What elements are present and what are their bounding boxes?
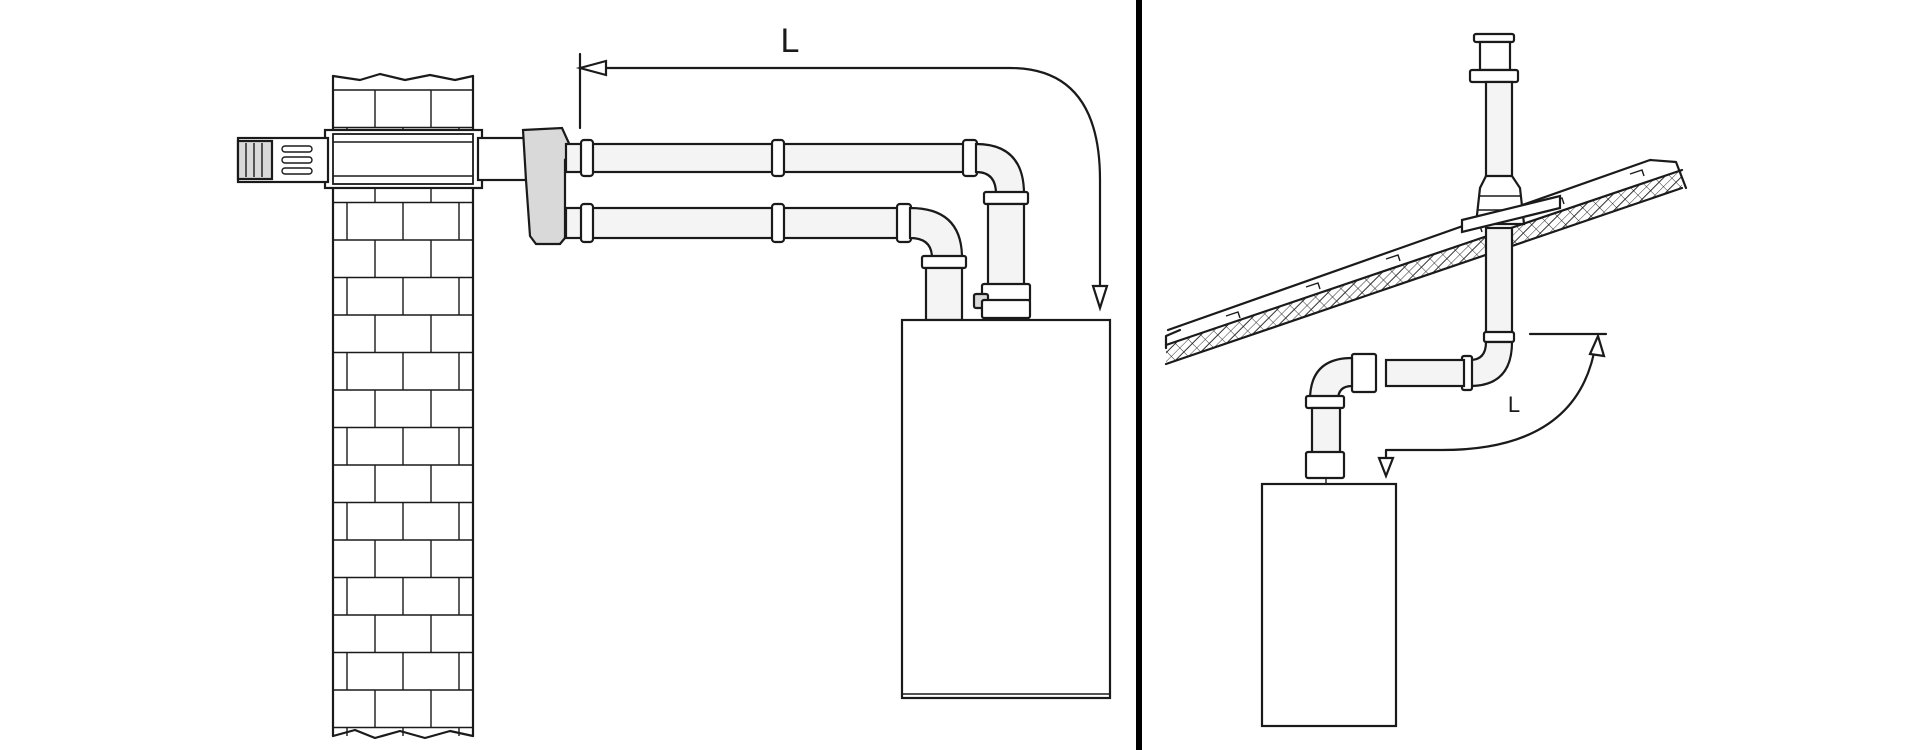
panel-divider (1136, 0, 1142, 750)
wall-terminal (236, 128, 528, 190)
roof-tiles (1225, 169, 1645, 319)
horizontal-flue-panel: L (236, 22, 1112, 740)
boiler-unit-right (1260, 482, 1398, 728)
dimension-length-left: L (575, 22, 1109, 312)
dimension-length-right: L (1377, 332, 1608, 480)
pitched-roof (1164, 158, 1688, 366)
flue-offset (1304, 340, 1514, 486)
twin-pipe-adapter (521, 126, 574, 246)
vertical-flue-panel: L (1164, 32, 1688, 728)
dimension-label-right: L (1508, 392, 1520, 417)
vertical-flue-terminal (1460, 32, 1562, 344)
terminal-grille (245, 143, 313, 177)
lower-flue-pipe (564, 202, 968, 356)
dimension-label: L (781, 22, 800, 60)
boiler-unit (900, 318, 1112, 700)
